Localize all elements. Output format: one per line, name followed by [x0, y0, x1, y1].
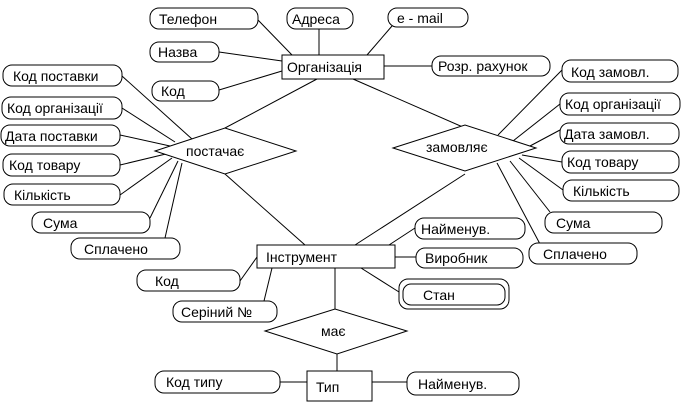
attr-ord-paid[interactable]: Сплачено: [528, 242, 638, 265]
connectors: [119, 19, 564, 383]
relationship-orders-label: замовляє: [426, 139, 488, 155]
line-org-name: [218, 51, 283, 62]
attr-inst-name-label: Найменув.: [421, 221, 490, 237]
attr-ord-product-code-label: Код товару: [567, 154, 638, 170]
attr-inst-code-label: Код: [155, 273, 179, 289]
attr-sup-paid[interactable]: Сплачено: [70, 237, 181, 260]
attr-org-code[interactable]: Код: [151, 80, 220, 102]
line-sup-product: [119, 152, 171, 166]
attr-ord-order-date-label: Дата замовл.: [564, 126, 650, 142]
line-ord-product: [521, 154, 563, 163]
attr-inst-state[interactable]: Стан: [398, 278, 510, 310]
attr-sup-product-code[interactable]: Код товару: [2, 153, 121, 177]
attr-sup-supply-code[interactable]: Код поставки: [2, 64, 123, 87]
relationship-supplies-label: постачає: [186, 143, 244, 159]
line-orders-instrument: [354, 173, 466, 246]
line-ord-code: [497, 69, 563, 136]
attr-inst-state-label: Стан: [423, 287, 455, 303]
attr-org-email[interactable]: e - mail: [387, 7, 469, 28]
attr-sup-org-code[interactable]: Код організації: [1, 96, 123, 120]
entity-organization[interactable]: Організація: [281, 54, 385, 80]
relationship-orders[interactable]: замовляє: [391, 124, 538, 172]
attr-org-address-label: Адреса: [292, 11, 340, 27]
attr-type-name[interactable]: Найменув.: [406, 371, 520, 396]
attr-ord-order-date[interactable]: Дата замовл.: [559, 122, 680, 145]
attr-sup-product-code-label: Код товару: [9, 157, 80, 173]
line-sup-paid: [164, 162, 183, 239]
line-supplies-instrument: [224, 173, 306, 246]
attr-inst-code[interactable]: Код: [136, 269, 241, 292]
attr-sup-supply-code-label: Код поставки: [13, 68, 98, 84]
line-org-email: [366, 25, 393, 56]
attr-type-name-label: Найменув.: [418, 376, 487, 392]
attr-ord-order-code-label: Код замовл.: [571, 64, 649, 80]
attr-org-address[interactable]: Адреса: [286, 7, 354, 30]
attr-sup-quantity[interactable]: Кількість: [3, 183, 121, 206]
line-ord-date: [529, 129, 561, 147]
line-sup-qty: [119, 157, 173, 196]
attr-ord-order-code[interactable]: Код замовл.: [561, 59, 679, 83]
attr-ord-org-code[interactable]: Код організації: [559, 92, 681, 116]
attr-sup-supply-date-label: Дата поставки: [5, 128, 98, 144]
line-inst-state: [360, 267, 400, 293]
attr-ord-paid-label: Сплачено: [543, 246, 607, 262]
entity-type[interactable]: Тип: [306, 370, 373, 402]
attr-ord-org-code-label: Код організації: [565, 96, 661, 112]
entity-type-label: Тип: [316, 379, 339, 395]
line-sup-date: [119, 134, 171, 147]
line-sup-code: [121, 75, 193, 140]
attr-inst-maker-label: Виробник: [425, 250, 488, 266]
attr-inst-name[interactable]: Найменув.: [414, 217, 526, 240]
line-org-supplies: [224, 78, 318, 129]
attr-ord-quantity-label: Кількість: [573, 183, 630, 199]
attr-sup-quantity-label: Кількість: [14, 187, 71, 203]
attr-org-code-label: Код: [161, 83, 185, 99]
relationship-has[interactable]: має: [263, 308, 409, 355]
attr-org-phone[interactable]: Телефон: [149, 7, 259, 30]
attr-ord-sum-label: Сума: [556, 215, 591, 231]
relationship-has-label: має: [321, 323, 346, 339]
attr-org-email-label: e - mail: [397, 10, 443, 26]
entity-instrument[interactable]: Інструмент: [256, 244, 396, 269]
attr-sup-sum-label: Сума: [43, 215, 78, 231]
attr-inst-maker[interactable]: Виробник: [415, 247, 524, 269]
line-inst-code: [239, 256, 258, 282]
line-org-code: [218, 70, 283, 91]
attr-sup-paid-label: Сплачено: [84, 241, 148, 257]
entity-organization-label: Організація: [287, 59, 362, 75]
attr-ord-quantity[interactable]: Кількість: [562, 179, 680, 202]
attr-sup-supply-date[interactable]: Дата поставки: [0, 124, 121, 147]
relationship-supplies[interactable]: постачає: [153, 127, 298, 175]
line-inst-name: [388, 227, 416, 246]
attr-ord-sum[interactable]: Сума: [544, 211, 663, 234]
line-inst-serial: [263, 267, 273, 302]
line-ord-paid: [496, 162, 541, 245]
line-ord-sum: [509, 160, 551, 213]
line-org-orders: [352, 78, 466, 129]
attr-inst-serial[interactable]: Серіний №: [172, 300, 278, 323]
attr-inst-serial-label: Серіний №: [181, 304, 252, 320]
attr-org-name-label: Назва: [158, 44, 197, 60]
attr-type-code-label: Код типу: [166, 374, 223, 390]
line-ord-qty: [518, 157, 564, 191]
entity-instrument-label: Інструмент: [266, 249, 338, 265]
attr-org-name[interactable]: Назва: [149, 41, 220, 63]
attr-org-account-label: Розр. рахунок: [438, 58, 528, 74]
attr-ord-product-code[interactable]: Код товару: [561, 150, 680, 174]
attr-org-account[interactable]: Розр. рахунок: [431, 55, 551, 77]
line-sup-org: [121, 107, 176, 143]
line-ord-org: [512, 103, 561, 142]
attr-sup-sum[interactable]: Сума: [31, 211, 151, 234]
attr-type-code[interactable]: Код типу: [154, 370, 281, 394]
line-org-phone: [257, 19, 293, 56]
line-sup-sum: [149, 160, 179, 219]
attr-sup-org-code-label: Код організації: [7, 100, 103, 116]
attr-org-phone-label: Телефон: [159, 11, 217, 27]
